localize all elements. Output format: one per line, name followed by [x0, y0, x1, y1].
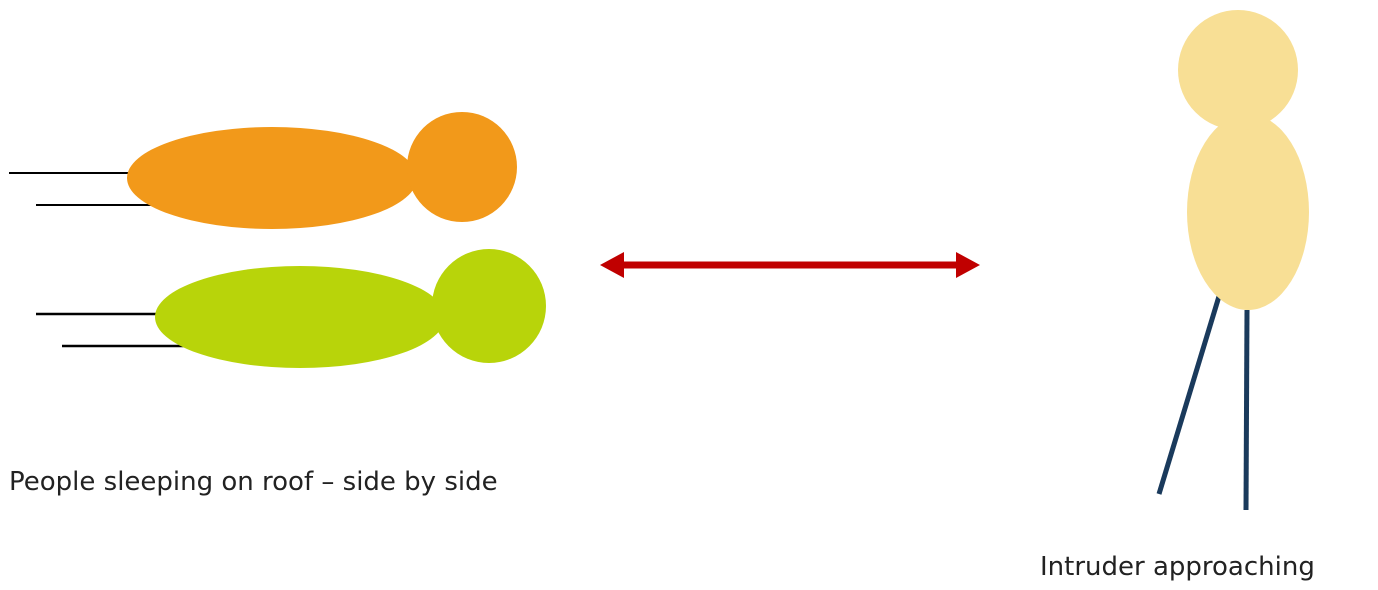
intruder-figure [1156, 10, 1309, 511]
double-arrow-left-head [600, 252, 624, 278]
double-arrow [600, 252, 980, 278]
sleeper-top-figure [9, 112, 517, 229]
sleeper-top-body [127, 127, 417, 229]
intruder-body [1187, 114, 1309, 310]
sleeper-top-head [407, 112, 517, 222]
sleepers-caption: People sleeping on roof – side by side [9, 467, 498, 497]
intruder-head [1178, 10, 1298, 130]
intruder-caption: Intruder approaching [1040, 552, 1315, 582]
sleeper-bottom-figure [36, 249, 546, 368]
intruder-leg-left [1156, 292, 1223, 495]
sleeper-bottom-body [155, 266, 445, 368]
intruder-leg-right [1243, 309, 1250, 511]
sleeper-bottom-head [432, 249, 546, 363]
double-arrow-right-head [956, 252, 980, 278]
